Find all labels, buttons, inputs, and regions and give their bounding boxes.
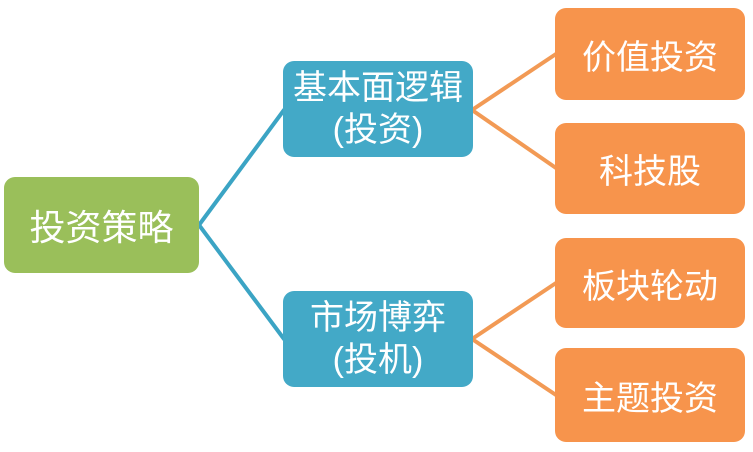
- node-leaf-1: 价值投资: [555, 8, 745, 100]
- node-branch-2: 市场博弈 (投机): [283, 291, 473, 387]
- node-root: 投资策略: [4, 177, 199, 273]
- node-branch-2-subtitle: (投机): [332, 341, 424, 379]
- connector-branch-2-to-leaf-4: [470, 337, 558, 397]
- connector-branch-1-to-leaf-1: [470, 52, 558, 112]
- node-branch-1-title: 基本面逻辑: [293, 69, 463, 107]
- node-leaf-3-label: 板块轮动: [582, 267, 718, 306]
- connector-root-to-branch-1: [197, 108, 286, 227]
- node-branch-1-subtitle: (投资): [332, 111, 424, 149]
- node-branch-2-title: 市场博弈: [310, 299, 446, 337]
- node-leaf-3: 板块轮动: [555, 238, 745, 328]
- node-leaf-4-label: 主题投资: [582, 379, 718, 418]
- node-leaf-1-label: 价值投资: [582, 38, 718, 77]
- connector-branch-2-to-leaf-3: [470, 281, 558, 341]
- node-leaf-4: 主题投资: [555, 348, 745, 442]
- node-root-label: 投资策略: [29, 207, 174, 248]
- connector-branch-1-to-leaf-2: [470, 108, 558, 170]
- node-leaf-2: 科技股: [555, 123, 745, 214]
- connector-root-to-branch-2: [197, 223, 286, 341]
- node-leaf-2-label: 科技股: [599, 153, 701, 191]
- node-branch-1: 基本面逻辑 (投资): [283, 61, 473, 157]
